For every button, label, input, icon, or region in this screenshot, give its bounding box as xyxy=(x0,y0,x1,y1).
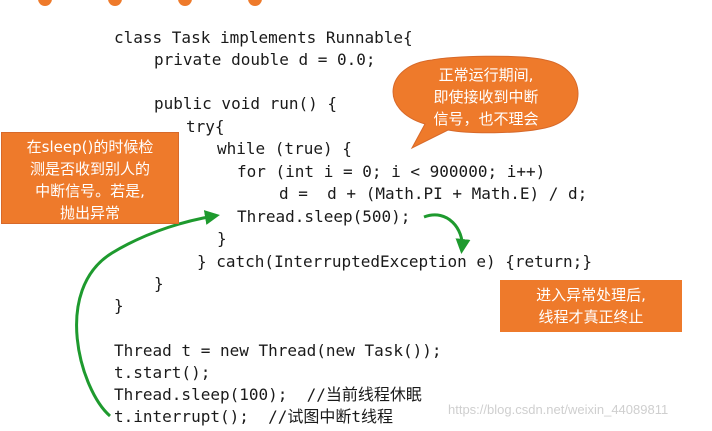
watermark: https://blog.csdn.net/weixin_44089811 xyxy=(448,402,669,417)
code-line: t.interrupt(); //试图中断t线程 xyxy=(114,407,394,426)
callout-exception-handling: 进入异常处理后, 线程才真正终止 xyxy=(500,280,682,332)
arrow-from-interrupt xyxy=(75,210,220,418)
callout-line: 信号，也不理会 xyxy=(433,110,539,128)
code-line: Thread.sleep(100); //当前线程休眠 xyxy=(114,385,422,404)
callout-line: 即使接收到中断 xyxy=(433,88,539,106)
speech-bubble xyxy=(392,55,579,150)
code-line: private double d = 0.0; xyxy=(154,50,376,69)
callout-line: 测是否收到别人的 xyxy=(29,160,150,178)
code-line: Thread.sleep(500); xyxy=(237,207,411,226)
decor-dot-4 xyxy=(248,0,262,6)
decor-dot-3 xyxy=(178,0,192,6)
code-line: Thread t = new Thread(new Task()); xyxy=(114,341,442,360)
code-line: public void run() { xyxy=(154,94,338,113)
callout-bubble-normal-run: 正常运行期间, 即使接收到中断 信号，也不理会 xyxy=(400,64,572,130)
code-line: } xyxy=(154,274,164,293)
code-line: while (true) { xyxy=(217,139,352,158)
callout-line: 抛出异常 xyxy=(59,204,120,222)
arrow-to-exception xyxy=(423,213,471,254)
code-line: } xyxy=(114,296,124,315)
callout-sleep-check: 在sleep()的时候检 测是否收到别人的 中断信号。若是, 抛出异常 xyxy=(1,132,179,224)
code-line: class Task implements Runnable{ xyxy=(114,28,413,47)
callout-line: 在sleep()的时候检 xyxy=(26,138,154,156)
code-line: } xyxy=(217,229,227,248)
decor-dot-1 xyxy=(38,0,52,6)
callout-line: 正常运行期间, xyxy=(438,66,534,84)
code-line: } catch(InterruptedException e) {return;… xyxy=(197,252,592,271)
code-line: d = d + (Math.PI + Math.E) / d; xyxy=(279,184,588,203)
callout-line: 进入异常处理后, xyxy=(536,286,646,304)
code-line: for (int i = 0; i < 900000; i++) xyxy=(237,162,546,181)
decor-dot-2 xyxy=(108,0,122,6)
code-line: try{ xyxy=(186,117,225,136)
callout-line: 线程才真正终止 xyxy=(538,308,644,326)
callout-line: 中断信号。若是, xyxy=(35,182,145,200)
code-line: t.start(); xyxy=(114,363,211,382)
